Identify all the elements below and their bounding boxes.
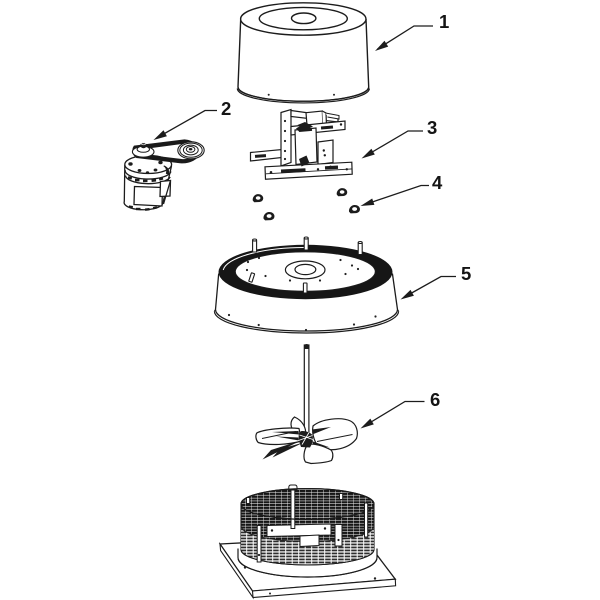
svg-text:3: 3 xyxy=(427,117,437,138)
svg-text:2: 2 xyxy=(221,98,231,119)
svg-text:6: 6 xyxy=(430,389,440,410)
svg-text:1: 1 xyxy=(439,11,449,32)
svg-text:4: 4 xyxy=(432,172,443,193)
svg-text:5: 5 xyxy=(461,263,471,284)
